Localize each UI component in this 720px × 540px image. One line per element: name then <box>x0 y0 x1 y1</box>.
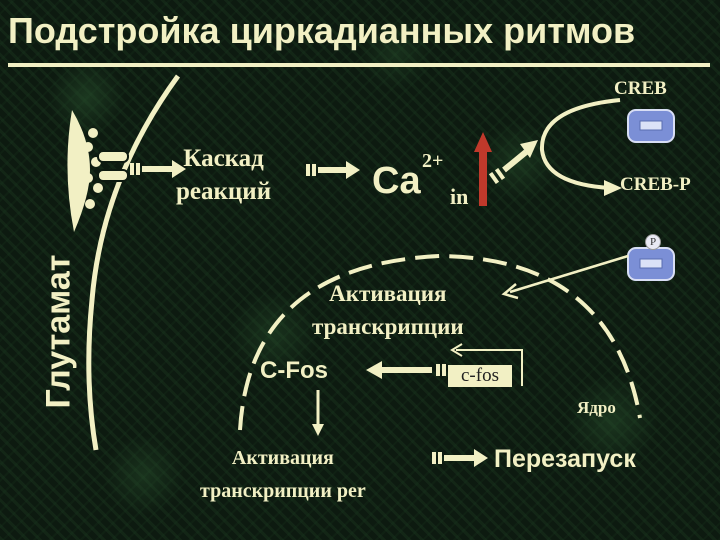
glutamate-dots-icon <box>83 128 103 209</box>
arrow-per-to-restart <box>432 449 488 467</box>
phosphorylation-arrowhead-icon <box>604 180 622 196</box>
activation-line2: транскрипции <box>312 314 464 339</box>
cascade-label-line1: Каскад <box>183 145 264 172</box>
calcium-increase-arrow-icon <box>474 132 492 206</box>
arrow-calcium-to-creb <box>488 140 538 185</box>
nucleus-label: Ядро <box>577 398 616 417</box>
calcium-location-label: in <box>450 184 469 209</box>
per-activation-line1: Активация <box>231 447 334 469</box>
creb-protein-icon <box>627 109 675 143</box>
receptor-icon <box>67 110 90 232</box>
restart-label: Перезапуск <box>494 445 636 473</box>
creb-p-label: CREB-P <box>620 174 691 195</box>
arrow-cascade-to-calcium <box>306 161 360 179</box>
phosphate-badge: P <box>645 234 661 250</box>
cascade-label-line2: реакций <box>176 178 272 205</box>
cfos-protein-label: C-Fos <box>260 357 328 384</box>
per-activation-line2: транскрипции per <box>200 480 366 502</box>
cfos-gene-bracket <box>450 343 523 386</box>
arrow-cfos-down <box>312 390 324 436</box>
glutamate-label: Глутамат <box>39 254 78 409</box>
creb-p-protein-icon <box>627 240 675 281</box>
per-activation-label: Активация транскрипции per <box>200 442 366 508</box>
cell-membrane <box>86 74 181 451</box>
transcription-activation-label: Активация транскрипции <box>312 277 464 343</box>
title-underline <box>8 63 710 67</box>
arrow-receptor-to-cascade <box>130 160 186 178</box>
creb-label: CREB <box>614 78 667 99</box>
nucleus-boundary <box>238 253 642 431</box>
cfos-gene-box: c-fos <box>448 365 512 387</box>
calcium-label: Ca <box>372 160 421 202</box>
activation-line1: Активация <box>329 281 447 306</box>
calcium-charge-label: 2+ <box>422 150 444 172</box>
phosphorylation-curve <box>539 98 621 190</box>
arrow-gene-to-protein <box>366 361 446 379</box>
page-title: Подстройка циркадианных ритмов <box>8 10 636 51</box>
arrow-crebp-to-activation <box>501 254 629 300</box>
cascade-label: Каскад реакций <box>176 142 271 208</box>
receptor-channel-icon <box>97 150 129 182</box>
